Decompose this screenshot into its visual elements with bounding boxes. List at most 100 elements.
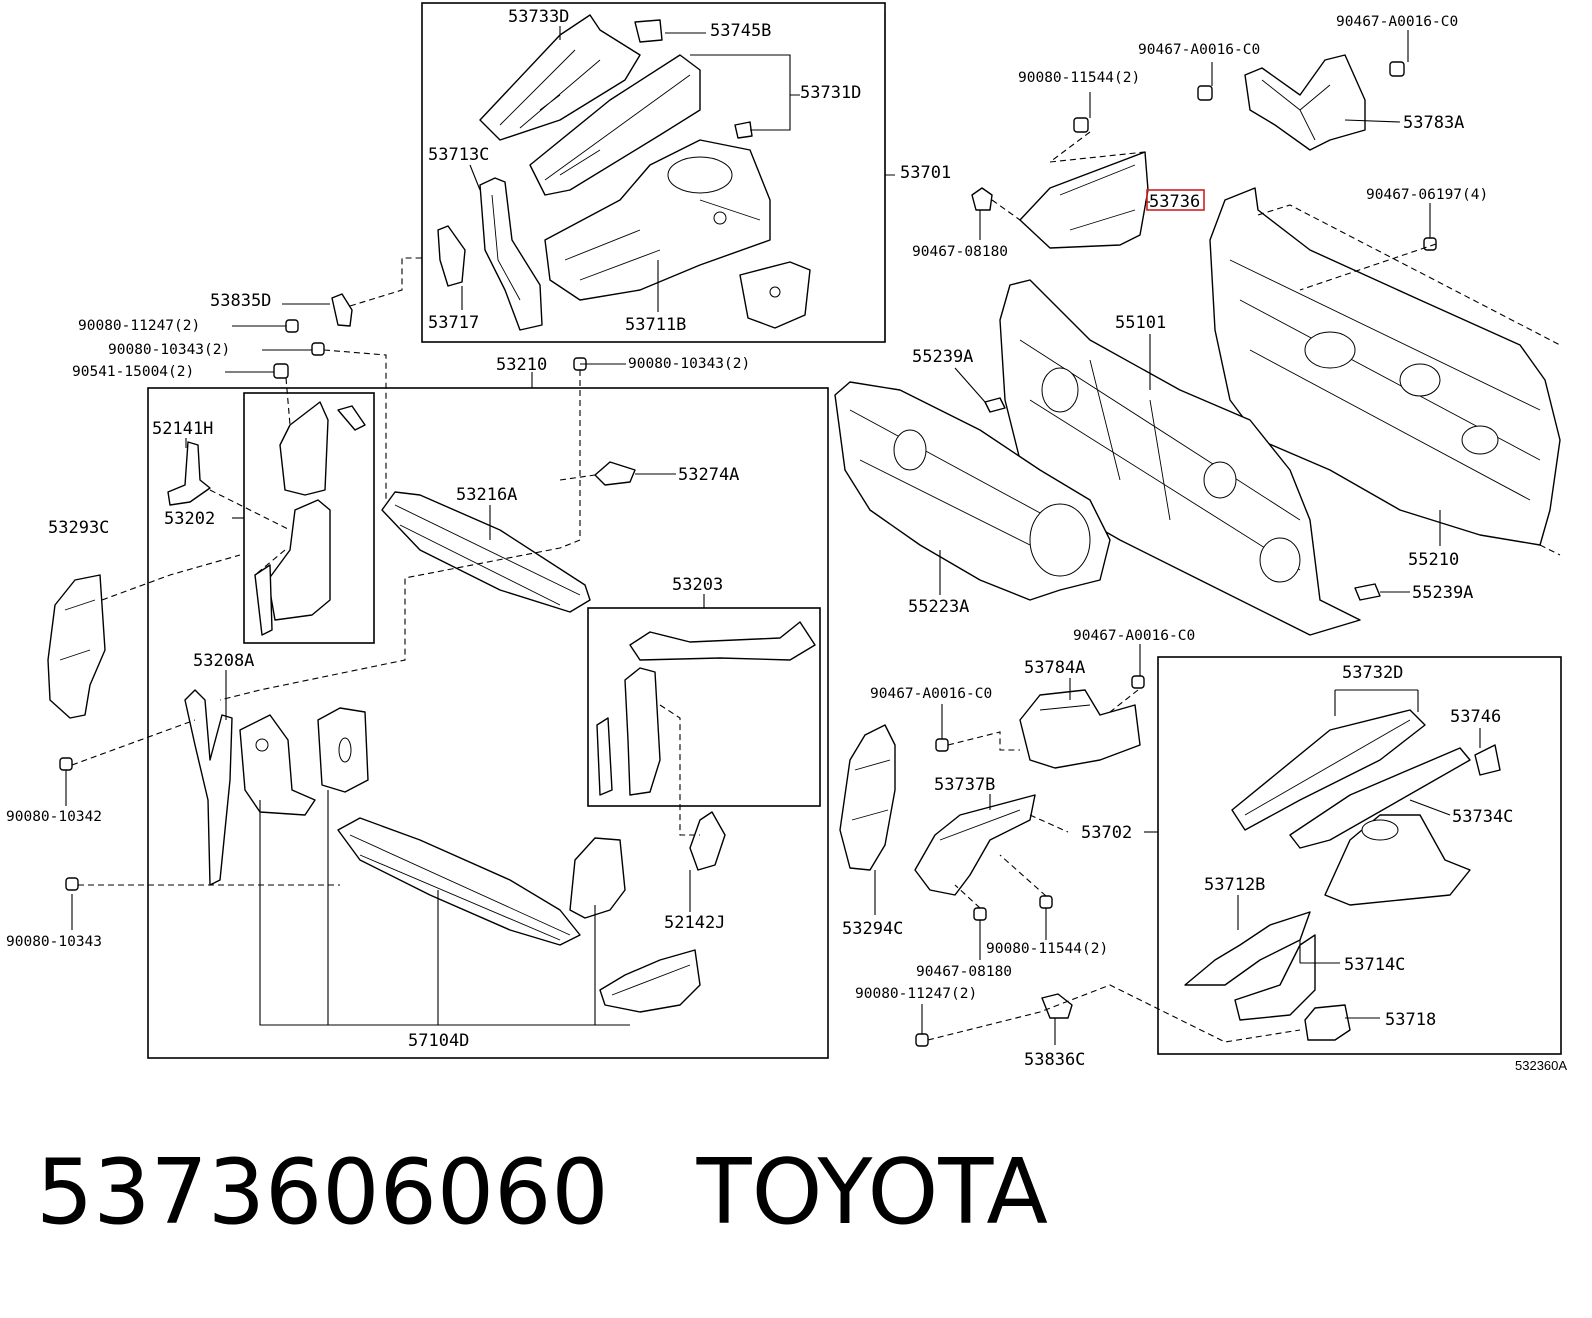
label-55239A-a[interactable]: 55239A [912, 347, 973, 367]
fastener-90080-10343-a [311, 342, 325, 356]
highlight-box-53736 [1146, 189, 1205, 211]
part-53734C[interactable] [1289, 747, 1471, 849]
part-53718[interactable] [1304, 1004, 1351, 1041]
part-53203-lower[interactable] [596, 667, 661, 796]
label-53274A[interactable]: 53274A [678, 465, 739, 485]
label-53713C[interactable]: 53713C [428, 145, 489, 165]
part-53274A[interactable] [594, 461, 636, 486]
part-57104D-e[interactable] [599, 949, 701, 1013]
label-53746[interactable]: 53746 [1450, 707, 1501, 727]
part-52142J[interactable] [689, 811, 726, 871]
label-55210[interactable]: 55210 [1408, 550, 1459, 570]
label-53701[interactable]: 53701 [900, 163, 951, 183]
label-53732D[interactable]: 53732D [1342, 663, 1403, 683]
part-53294C[interactable] [839, 724, 896, 871]
part-55210[interactable] [1209, 187, 1561, 546]
part-53734C-rail[interactable] [1324, 814, 1471, 906]
label-53717[interactable]: 53717 [428, 313, 479, 333]
part-57104D-c[interactable] [337, 817, 581, 946]
label-90080-10343-b[interactable]: 90080-10343(2) [628, 356, 750, 372]
label-53202[interactable]: 53202 [164, 509, 215, 529]
label-90080-11544-b[interactable]: 90080-11544(2) [986, 941, 1108, 957]
label-90467-A0016-a[interactable]: 90467-A0016-C0 [1138, 42, 1260, 58]
label-90467-A0016-b[interactable]: 90467-A0016-C0 [1336, 14, 1458, 30]
part-53712B[interactable] [1184, 911, 1311, 986]
part-53208A[interactable] [184, 689, 233, 886]
part-53293C[interactable] [47, 574, 106, 719]
label-55239A-b[interactable]: 55239A [1412, 583, 1473, 603]
label-90467-06197[interactable]: 90467-06197(4) [1366, 187, 1488, 203]
label-53731D[interactable]: 53731D [800, 83, 861, 103]
label-90467-A0016-d[interactable]: 90467-A0016-C0 [870, 686, 992, 702]
leader-lines [65, 10, 1481, 1045]
part-53746[interactable] [1474, 744, 1501, 776]
label-53203[interactable]: 53203 [672, 575, 723, 595]
label-53736[interactable]: 53736 [1149, 192, 1200, 212]
part-57104D-d[interactable] [569, 837, 626, 919]
part-53736[interactable] [1019, 151, 1149, 249]
part-53711B[interactable] [544, 139, 771, 301]
label-53783A[interactable]: 53783A [1403, 113, 1464, 133]
part-53737B[interactable] [914, 794, 1036, 896]
part-53216A[interactable] [381, 491, 591, 613]
brand-name: TOYOTA [696, 1140, 1048, 1245]
label-90080-10343-c[interactable]: 90080-10343 [6, 934, 102, 950]
label-53714C[interactable]: 53714C [1344, 955, 1405, 975]
label-55223A[interactable]: 55223A [908, 597, 969, 617]
label-53718[interactable]: 53718 [1385, 1010, 1436, 1030]
label-55101[interactable]: 55101 [1115, 313, 1166, 333]
part-53717[interactable] [437, 225, 466, 287]
label-53210[interactable]: 53210 [496, 355, 547, 375]
group-box-53210 [147, 387, 829, 1059]
label-53293C[interactable]: 53293C [48, 518, 109, 538]
label-53733D[interactable]: 53733D [508, 7, 569, 27]
diagram-code: 532360A [1515, 1058, 1567, 1073]
label-90541-15004[interactable]: 90541-15004(2) [72, 364, 194, 380]
part-53202-upper[interactable] [279, 401, 366, 496]
part-53733D[interactable] [479, 14, 641, 141]
part-53713C[interactable] [479, 177, 543, 331]
part-53745B[interactable] [634, 19, 663, 43]
part-53732D[interactable] [1231, 709, 1426, 831]
label-53216A[interactable]: 53216A [456, 485, 517, 505]
label-53294C[interactable]: 53294C [842, 919, 903, 939]
part-52141H[interactable] [167, 441, 211, 506]
fastener-90080-11247-a [285, 319, 299, 333]
part-labels: 53733D 53745B 53731D 53713C 53701 53717 … [6, 7, 1567, 1073]
part-57104D-a[interactable] [239, 714, 316, 816]
part-53731D[interactable] [529, 54, 753, 196]
label-53208A[interactable]: 53208A [193, 651, 254, 671]
label-53836C[interactable]: 53836C [1024, 1050, 1085, 1070]
label-53745B[interactable]: 53745B [710, 21, 771, 41]
label-90080-11247-a[interactable]: 90080-11247(2) [78, 318, 200, 334]
part-53783A[interactable] [1244, 54, 1366, 151]
label-90080-11247-b[interactable]: 90080-11247(2) [855, 986, 977, 1002]
part-57104D-b[interactable] [317, 707, 369, 793]
label-90467-08180-a[interactable]: 90467-08180 [912, 244, 1008, 260]
label-53784A[interactable]: 53784A [1024, 658, 1085, 678]
label-90080-10343-a[interactable]: 90080-10343(2) [108, 342, 230, 358]
label-90080-10342[interactable]: 90080-10342 [6, 809, 102, 825]
part-55223A[interactable] [834, 381, 1111, 601]
part-53202-lower[interactable] [254, 499, 331, 636]
label-52141H[interactable]: 52141H [152, 419, 213, 439]
part-53701-bracket[interactable] [739, 261, 811, 329]
label-53734C[interactable]: 53734C [1452, 807, 1513, 827]
label-90080-11544-a[interactable]: 90080-11544(2) [1018, 70, 1140, 86]
label-53702[interactable]: 53702 [1081, 823, 1132, 843]
label-53835D[interactable]: 53835D [210, 291, 271, 311]
label-52142J[interactable]: 52142J [664, 913, 725, 933]
part-53835D[interactable] [331, 293, 353, 327]
part-53203-upper[interactable] [629, 621, 816, 661]
label-90467-08180-b[interactable]: 90467-08180 [916, 964, 1012, 980]
label-90467-A0016-c[interactable]: 90467-A0016-C0 [1073, 628, 1195, 644]
fastener-90080-11544-a [1073, 117, 1089, 133]
fastener-90080-11544-b [1039, 895, 1053, 909]
label-53711B[interactable]: 53711B [625, 315, 686, 335]
group-box-53702 [1157, 656, 1562, 1055]
label-53712B[interactable]: 53712B [1204, 875, 1265, 895]
part-53784A[interactable] [1019, 689, 1141, 769]
label-53737B[interactable]: 53737B [934, 775, 995, 795]
label-57104D[interactable]: 57104D [408, 1031, 469, 1051]
